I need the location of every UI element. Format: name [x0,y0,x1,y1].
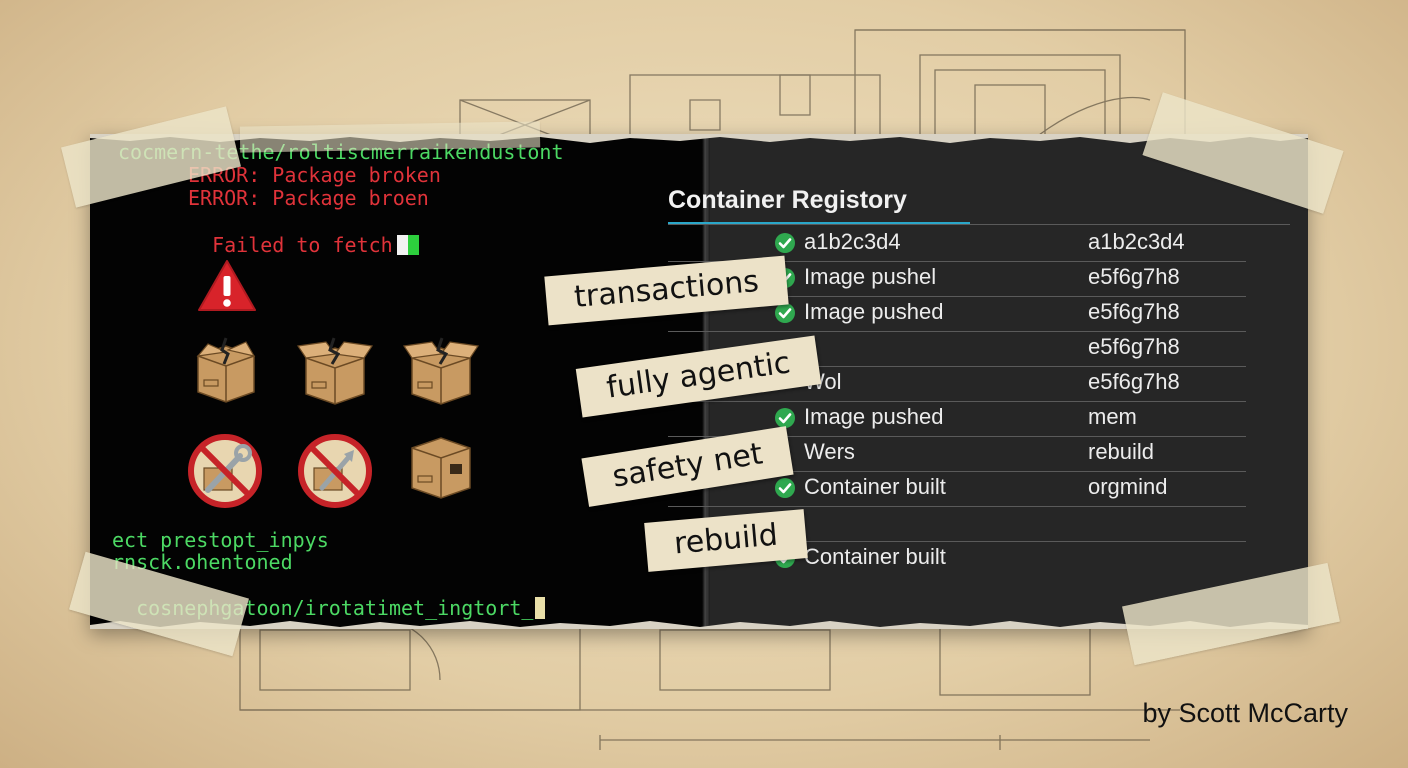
registry-header-rule [668,224,1290,225]
no-tools-icon [298,434,372,508]
check-circle-icon [775,303,795,323]
row-tag: rebuild [1088,439,1155,464]
masking-tape-top-mid [239,121,541,153]
check-circle-icon [775,408,795,428]
terminal-error-line-3: Failed to fetch [188,209,419,257]
no-tools-icon [188,434,262,508]
row-tag: orgmind [1088,474,1168,499]
table-row[interactable]: Image pushed mem [668,401,1246,437]
row-status: Wers [804,439,855,464]
row-status: Container built [804,544,946,569]
check-circle-icon [775,478,795,498]
registry-title: Container Registory [668,186,907,214]
row-status: Image pushel [804,264,937,289]
terminal-line-5: ect prestopt_inpys [112,528,329,552]
torn-edge-bottom [90,621,1308,629]
row-tag: a1b2c3d4 [1088,229,1185,254]
terminal-cursor-green [407,235,419,255]
row-tag: e5f6g7h8 [1088,369,1180,394]
row-tag: mem [1088,404,1137,429]
terminal-cursor-yellow [535,597,546,619]
table-row[interactable]: Image pushed e5f6g7h8 [668,296,1246,332]
broken-box-icon [196,337,256,403]
terminal-error-line-2: ERROR: Package broen [188,186,429,210]
table-row[interactable]: a1b2c3d4 a1b2c3d4 [668,226,1246,262]
table-row[interactable]: e5f6g7h8 [668,331,1246,367]
row-status: a1b2c3d4 [804,229,901,254]
broken-box-icon [402,337,480,405]
row-status: Image pushed [804,404,944,429]
broken-box-icon [296,337,374,405]
warning-icon [198,260,256,311]
terminal-error-line-1: ERROR: Package broken [188,163,441,187]
sealed-box-icon [411,437,471,499]
table-row[interactable]: Wers rebuild [668,436,1246,472]
table-row[interactable] [668,506,1246,542]
terminal-cursor-white [396,235,408,255]
row-tag: e5f6g7h8 [1088,264,1180,289]
check-circle-icon [775,233,795,253]
failed-to-fetch-text: Failed to fetch [212,233,393,257]
row-status: Image pushed [804,299,944,324]
table-row[interactable]: Container built [668,541,1246,576]
row-tag: e5f6g7h8 [1088,334,1180,359]
table-row[interactable]: Container built orgmind [668,471,1246,507]
registry-title-underline [668,222,970,225]
row-status: Container built [804,474,946,499]
table-row[interactable]: Image pushel e5f6g7h8 [668,261,1246,297]
row-tag: e5f6g7h8 [1088,299,1180,324]
byline: by Scott McCarty [1142,698,1348,728]
